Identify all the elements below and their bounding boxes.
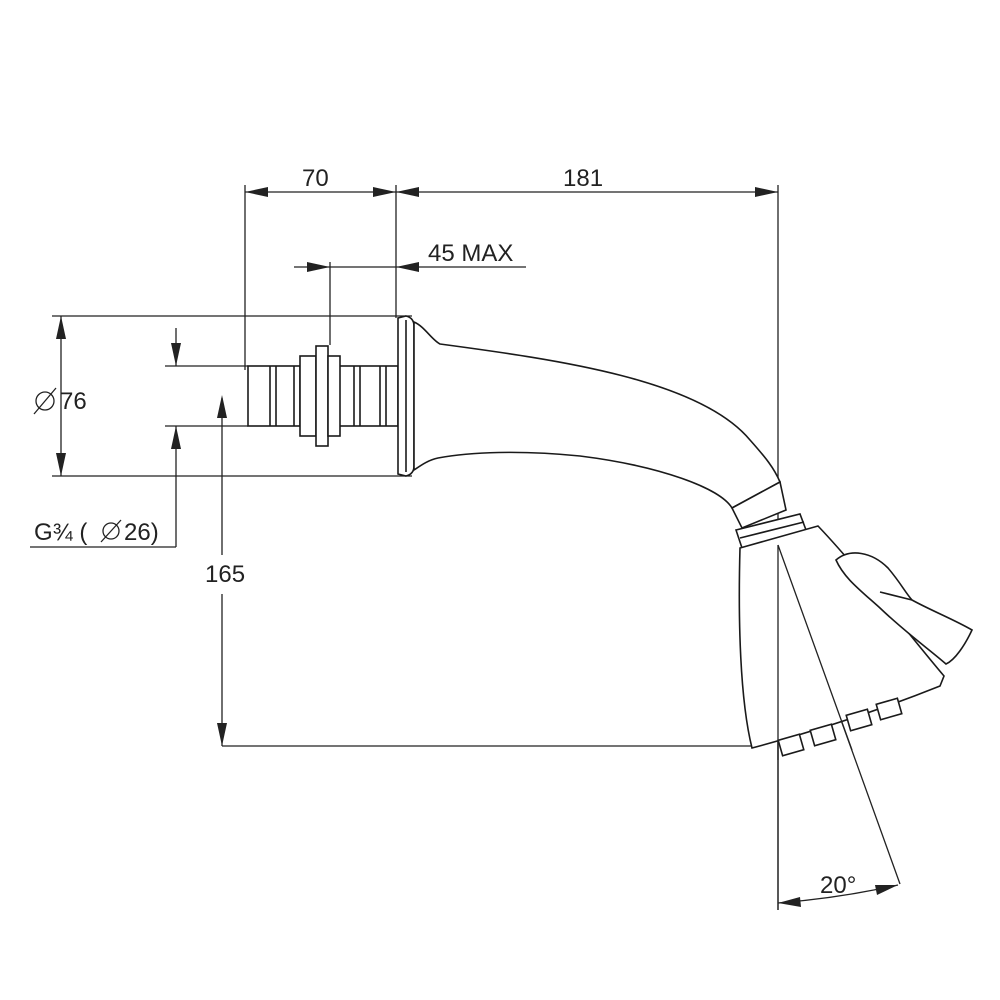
dimension-70-label: 70 [302,165,329,192]
dimension-181-label: 181 [563,165,603,192]
thread-diameter-symbol-icon [102,522,120,540]
reference-lines [777,544,853,760]
shower-arm [413,320,782,510]
spray-nozzles [777,697,903,757]
dimension-angle-20-label: 20° [820,872,856,899]
spray-lever [835,552,974,665]
dimension-45-max: 45 MAX [294,240,526,345]
diameter-symbol-icon [35,391,55,411]
dimension-70: 70 [244,165,397,370]
thread-label: G¾ ( [34,519,87,546]
dimension-thread: G¾ ( 26) [30,328,248,548]
dimension-181: 181 [396,165,779,910]
thread-diameter-label: 26) [124,519,159,546]
dimension-diameter-76: 76 [33,315,412,477]
wall-flange [397,315,415,477]
dimension-165-label: 165 [205,561,245,588]
locking-nut [299,345,341,447]
dimension-diameter-76-label: 76 [60,388,87,415]
dimension-165: 165 [205,395,752,747]
dimension-45-max-label: 45 MAX [428,240,513,267]
